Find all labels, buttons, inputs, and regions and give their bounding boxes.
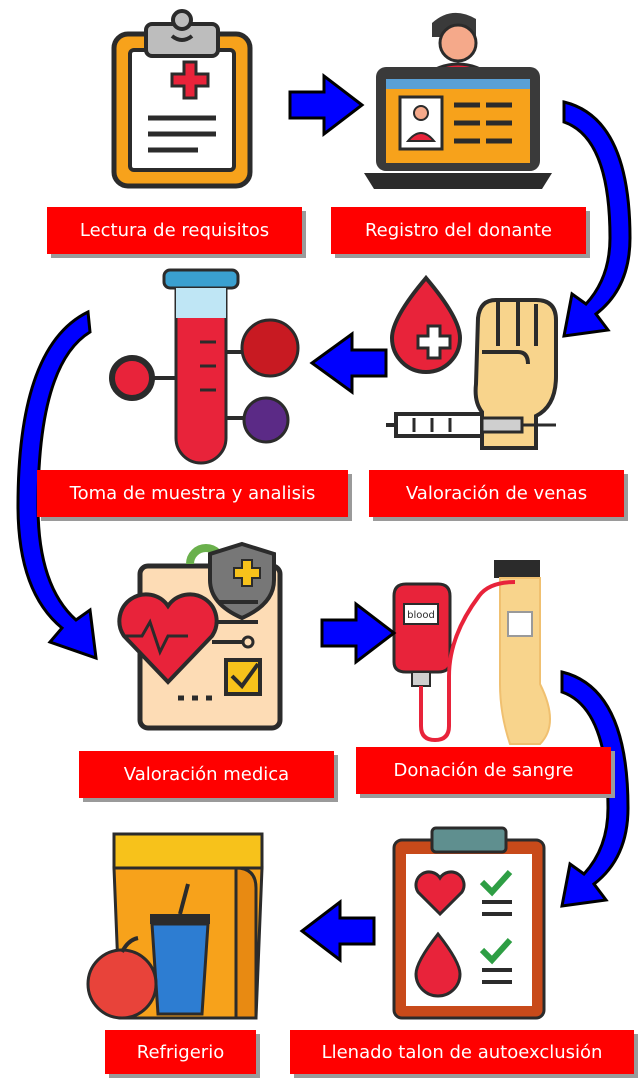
step-label-refrigerio: Refrigerio bbox=[105, 1030, 256, 1074]
checklist-icon bbox=[390, 822, 548, 1022]
step-label-donacion-sangre: Donación de sangre bbox=[356, 747, 611, 794]
curved-arrow-down-left-2 bbox=[16, 309, 98, 661]
arrow-left-2 bbox=[309, 331, 388, 395]
arrow-left-4 bbox=[299, 898, 376, 964]
laptop-profile-icon bbox=[362, 5, 554, 193]
step-label-llenado-talon: Llenado talon de autoexclusión bbox=[290, 1030, 634, 1074]
step-label-toma-muestra: Toma de muestra y analisis bbox=[37, 470, 348, 517]
arrow-right-3 bbox=[320, 600, 397, 666]
step-label-registro-donante: Registro del donante bbox=[331, 207, 586, 254]
arrow-right-1 bbox=[288, 72, 365, 138]
test-tube-icon bbox=[104, 266, 300, 465]
medical-report-icon bbox=[108, 538, 306, 734]
snack-bag-icon bbox=[86, 830, 268, 1022]
step-label-valoracion-venas: Valoración de venas bbox=[369, 470, 624, 517]
step-label-valoracion-medica: Valoración medica bbox=[79, 751, 334, 798]
fist-syringe-icon bbox=[386, 274, 562, 450]
curved-arrow-down-right-3 bbox=[560, 670, 630, 908]
step-label-lectura-requisitos: Lectura de requisitos bbox=[47, 207, 302, 254]
blood-bag-label: blood bbox=[407, 610, 435, 621]
clipboard-icon bbox=[110, 8, 255, 190]
curved-arrow-down-right-1 bbox=[562, 100, 632, 338]
blood-bag-arm-icon: blood bbox=[390, 556, 570, 746]
